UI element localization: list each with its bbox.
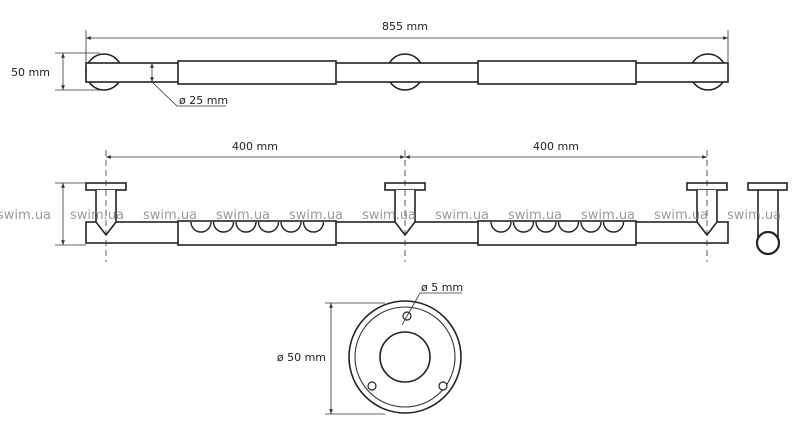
watermark-text: swim.ua bbox=[435, 208, 489, 223]
end-view-tube bbox=[755, 230, 781, 256]
grip-scallop bbox=[580, 221, 602, 233]
watermark-text: swim.ua bbox=[508, 208, 562, 223]
height-label: 50 mm bbox=[11, 66, 50, 79]
top-view: 855 mm 50 mm ø 25 mm bbox=[11, 20, 729, 107]
watermark-text: swim.ua bbox=[581, 208, 635, 223]
grip-scallop bbox=[557, 221, 580, 233]
grip-scallop bbox=[257, 221, 280, 233]
grip-scallop bbox=[302, 221, 325, 233]
side-dimensions: 400 mm 400 mm bbox=[55, 140, 707, 246]
grip-scallop bbox=[235, 221, 257, 233]
end-view-post bbox=[757, 190, 779, 240]
grip-scallop bbox=[490, 221, 512, 233]
center-opening bbox=[379, 331, 431, 383]
side-view bbox=[85, 150, 788, 262]
watermark-text: swim.ua bbox=[654, 208, 708, 223]
grip-scallop bbox=[280, 221, 302, 233]
end-view-flange bbox=[747, 182, 788, 191]
spacing-left-label: 400 mm bbox=[232, 140, 278, 153]
grip-scallop bbox=[602, 221, 625, 233]
length-label: 855 mm bbox=[382, 20, 428, 33]
watermark-text: swim.ua bbox=[362, 208, 416, 223]
grip-scallop bbox=[190, 221, 212, 233]
rosette-diameter-label: ø 50 mm bbox=[277, 351, 326, 364]
watermark-text: swim.ua bbox=[0, 208, 51, 223]
spacing-right-label: 400 mm bbox=[533, 140, 579, 153]
grip-scallop bbox=[212, 221, 235, 233]
watermark-text: swim.ua bbox=[727, 208, 781, 223]
watermarks: swim.ua swim.ua swim.ua swim.ua swim.ua swim.… bbox=[0, 208, 781, 223]
tube-diameter-label: ø 25 mm bbox=[179, 94, 228, 107]
hole-diameter-label: ø 5 mm bbox=[421, 281, 463, 294]
watermark-text: swim.ua bbox=[289, 208, 343, 223]
screw-hole bbox=[367, 381, 377, 391]
grip-scallop bbox=[535, 221, 557, 233]
screw-hole bbox=[438, 381, 448, 391]
grip-sleeve-left bbox=[177, 60, 337, 85]
grip-sleeve-right bbox=[477, 60, 637, 85]
watermark-text: swim.ua bbox=[70, 208, 124, 223]
rosette-view: ø 50 mm ø 5 mm bbox=[277, 281, 463, 415]
diameter-leader bbox=[151, 81, 226, 107]
watermark-text: swim.ua bbox=[216, 208, 270, 223]
watermark-text: swim.ua bbox=[143, 208, 197, 223]
grip-scallop bbox=[512, 221, 535, 233]
